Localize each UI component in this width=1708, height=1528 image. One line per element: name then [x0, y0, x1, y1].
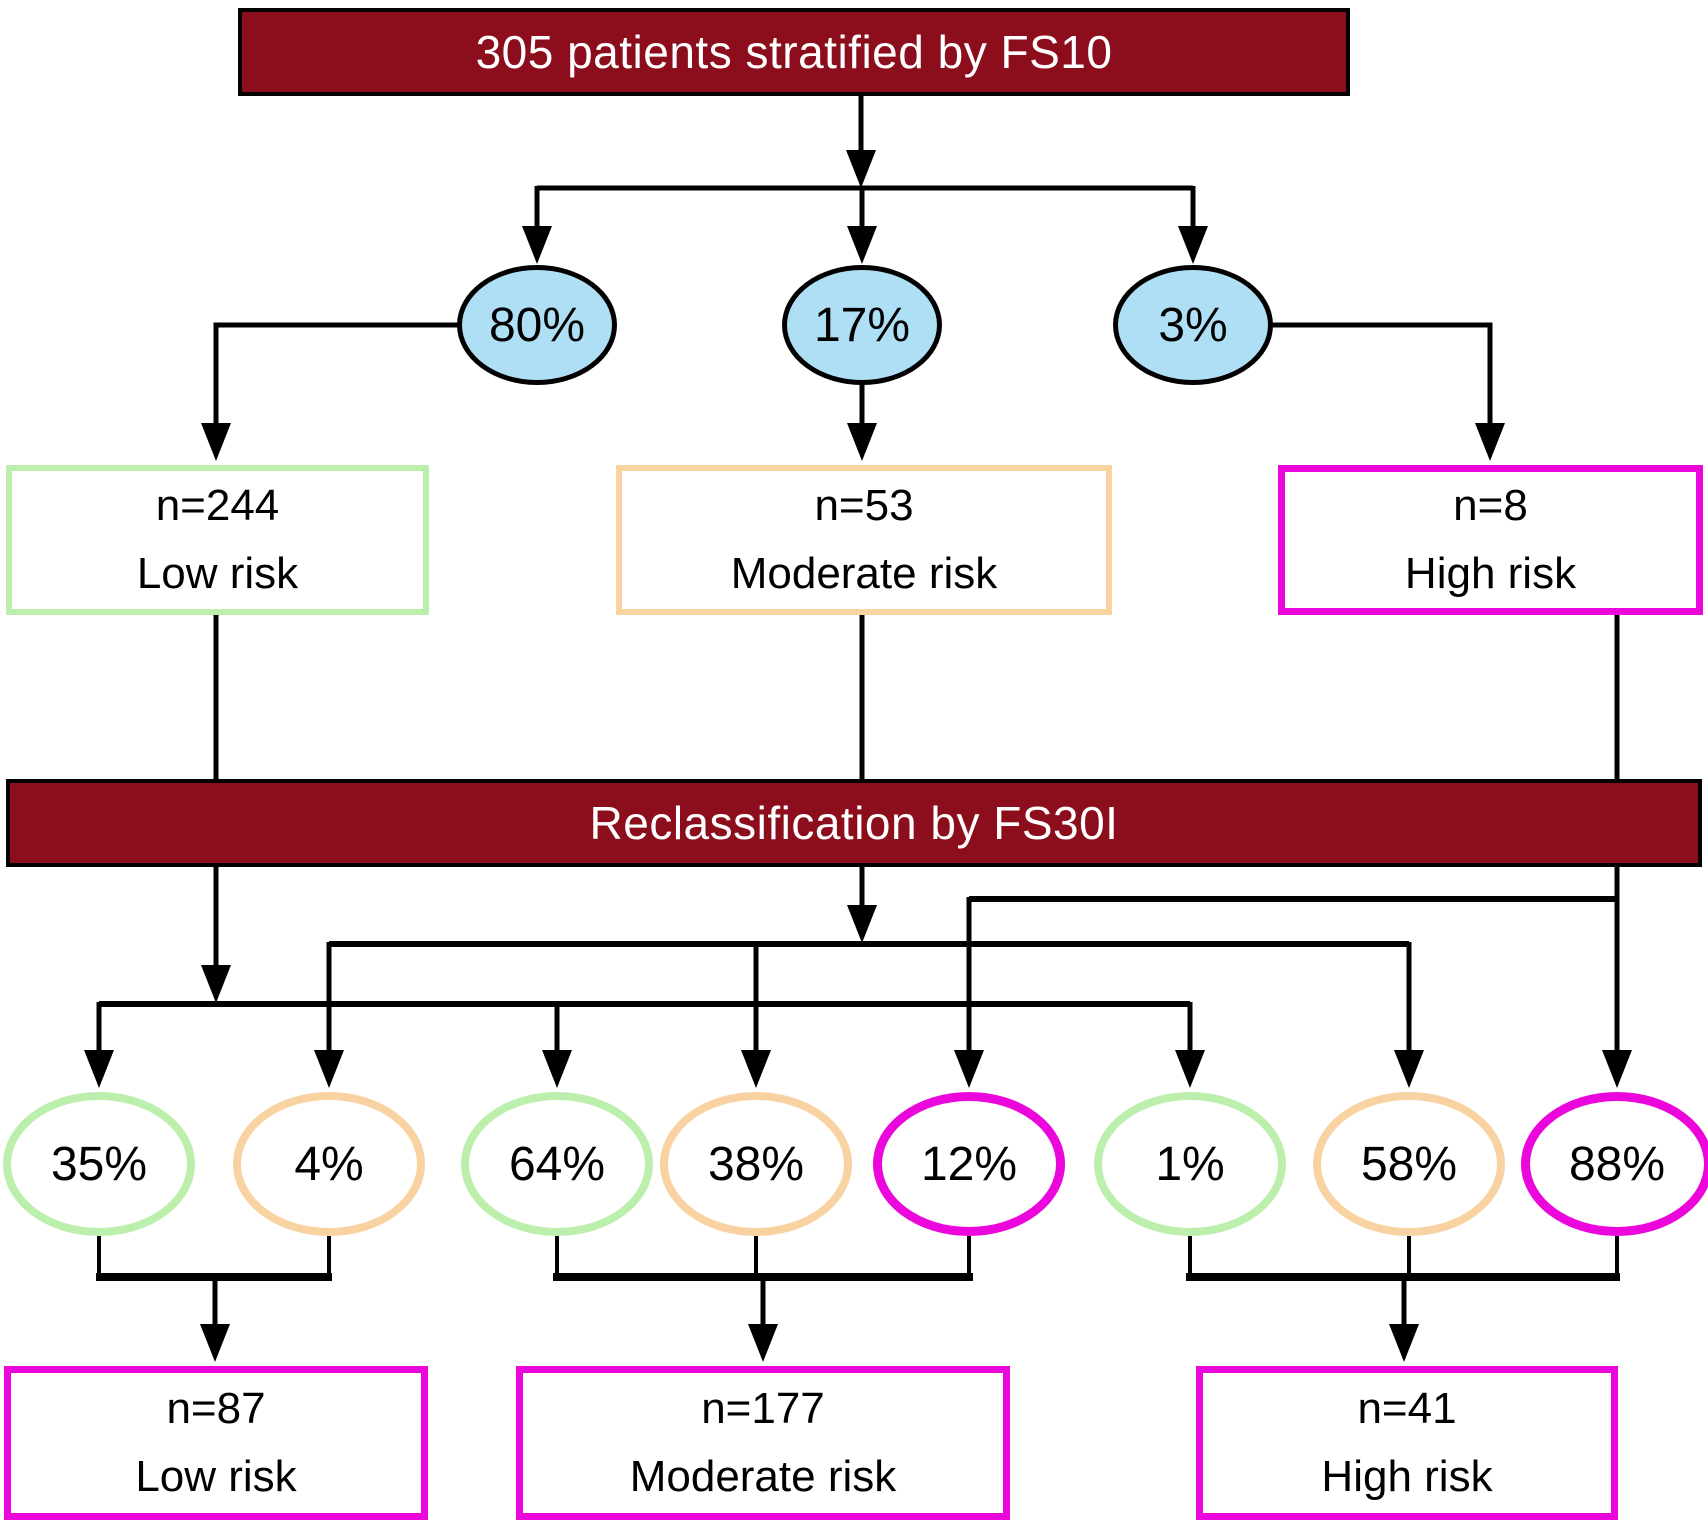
- fs10-split-lines: [522, 96, 1208, 264]
- fs10-pct-ellipse-moderate: 17%: [782, 265, 942, 385]
- reclass-pct-label: 58%: [1360, 1137, 1458, 1191]
- fs10-group-box-high: n=8 High risk: [1278, 465, 1703, 615]
- reclass-pct-label: 88%: [1568, 1137, 1666, 1191]
- group-risk-label: Moderate risk: [730, 549, 998, 598]
- fs10-pct-label: 3%: [1158, 298, 1228, 352]
- fs10-group-box-moderate: n=53 Moderate risk: [616, 465, 1112, 615]
- fs10-group-box-low: n=244 Low risk: [6, 465, 429, 615]
- group-n-label: n=8: [1453, 481, 1528, 530]
- group-risk-label: Low risk: [136, 549, 299, 598]
- reclass-pct-ellipse-4: 38%: [660, 1092, 852, 1236]
- fs10-banner: 305 patients stratified by FS10: [238, 8, 1350, 96]
- reclass-pct-ellipse-8: 88%: [1521, 1092, 1708, 1236]
- box-to-reclass-banner-lines: [213, 614, 1620, 779]
- reclass-pct-label: 35%: [50, 1137, 148, 1191]
- reclass-pct-ellipse-6: 1%: [1094, 1092, 1286, 1236]
- reclass-pct-ellipse-3: 64%: [461, 1092, 653, 1236]
- reclass-pct-label: 1%: [1155, 1137, 1225, 1191]
- fs30i-group-box-low: n=87 Low risk: [4, 1366, 428, 1520]
- group-n-label: n=87: [166, 1384, 266, 1433]
- group-risk-label: High risk: [1404, 549, 1577, 598]
- reclass-pct-label: 4%: [294, 1137, 364, 1191]
- group-risk-label: Moderate risk: [629, 1452, 897, 1501]
- group-n-label: n=41: [1357, 1384, 1457, 1433]
- ellipse-to-box-lines: [201, 322, 1505, 461]
- group-risk-label: High risk: [1321, 1452, 1493, 1501]
- group-n-label: n=53: [814, 481, 914, 530]
- merge-lines: [96, 1236, 1620, 1362]
- reclass-pct-label: 38%: [707, 1137, 805, 1191]
- fs10-pct-label: 80%: [488, 298, 586, 352]
- fs30i-banner-label: Reclassification by FS30I: [589, 797, 1119, 849]
- reclass-pct-ellipse-7: 58%: [1313, 1092, 1505, 1236]
- group-n-label: n=244: [155, 481, 280, 530]
- fs10-pct-ellipse-high: 3%: [1113, 265, 1273, 385]
- group-risk-label: Low risk: [135, 1452, 297, 1501]
- fs30i-banner: Reclassification by FS30I: [6, 779, 1702, 867]
- fs30i-group-box-moderate: n=177 Moderate risk: [516, 1366, 1010, 1520]
- reclass-pct-ellipse-2: 4%: [233, 1092, 425, 1236]
- reclass-pct-ellipse-5: 12%: [873, 1092, 1065, 1236]
- reclass-pct-label: 64%: [508, 1137, 606, 1191]
- fs10-banner-label: 305 patients stratified by FS10: [475, 26, 1113, 78]
- group-n-label: n=177: [701, 1384, 825, 1433]
- fs10-pct-label: 17%: [813, 298, 911, 352]
- fs30i-group-box-high: n=41 High risk: [1196, 1366, 1618, 1520]
- reclass-pct-ellipse-1: 35%: [3, 1092, 195, 1236]
- reclass-pct-label: 12%: [920, 1137, 1018, 1191]
- reclass-distribution-lines: [84, 867, 1632, 1088]
- fs10-pct-ellipse-low: 80%: [457, 265, 617, 385]
